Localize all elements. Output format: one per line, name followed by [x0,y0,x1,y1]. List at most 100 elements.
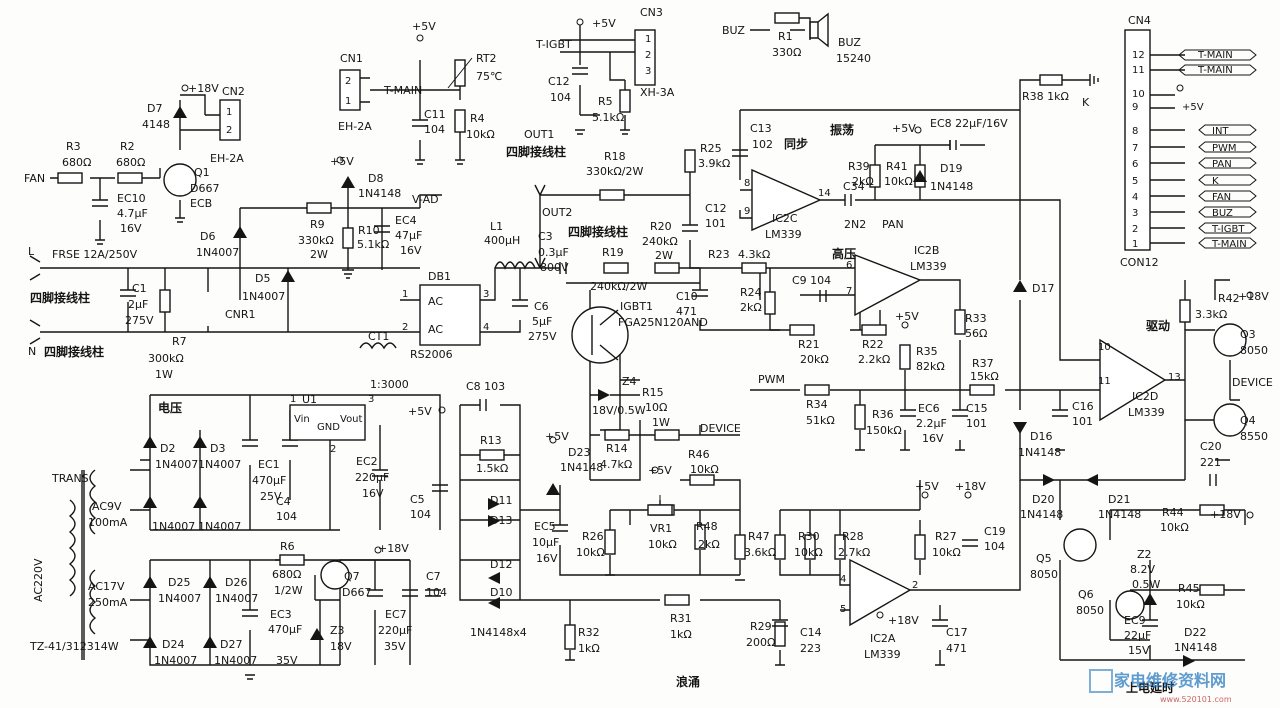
label-ct-ratio: 1:3000 [370,378,409,391]
cn4-pin-label: BUZ [1212,208,1233,219]
value-c34: 2N2 [844,218,866,231]
label-r25: R25 [700,142,722,155]
label-fan: FAN [24,172,45,185]
cn4-pin-label: T-MAIN [1197,65,1233,76]
label-device-gate: DEVICE [700,422,741,435]
label-ec1: EC1 [258,458,280,471]
label-r7: R7 [172,335,187,348]
value-r30: 10kΩ [794,546,823,559]
label-r3: R3 [66,140,81,153]
label-r42: R42 [1218,292,1240,305]
label-t-main-cn1: T-MAIN [383,84,422,97]
label-ic2a: IC2A [870,632,896,645]
value-ec4: 47μF [395,229,422,242]
value-c16: 101 [1072,415,1093,428]
label-t-igbt-cn3: T-IGBT [535,38,572,51]
ic2a-pin5: 5 [840,604,846,615]
label-c13: C13 [750,122,772,135]
value-cn3: XH-3A [640,86,675,99]
volt-ec5: 16V [536,552,558,565]
label-ec10: EC10 [117,192,146,205]
value-r7: 300kΩ [148,352,184,365]
label-ec4: EC4 [395,214,417,227]
value-ec10: 4.7μF [117,207,148,220]
ic2a-pin4: 4 [840,574,846,585]
label-r23: R23 [708,248,730,261]
label-c12-a: C12 [548,75,570,88]
label-ac17v: AC17V [88,580,125,593]
value-ec1: 470μF [252,474,286,487]
label-c6: C6 [534,300,549,313]
volt-c3: 800V [540,261,569,274]
power-z2: 0.5W [1132,578,1160,591]
value-r1: 330Ω [772,46,801,59]
label-r33: R33 [965,312,987,325]
label-d21: D21 [1108,493,1130,506]
value-z3: 18V [330,640,352,653]
label-q7: Q7 [344,570,360,583]
cn4-pin-label: FAN [1212,192,1231,203]
volt-ec2: 16V [362,487,384,500]
value-d16: 1N4148 [1018,446,1061,459]
value-r22: 2.2kΩ [858,353,890,366]
label-c20: C20 [1200,440,1222,453]
label-r30: R30 [798,530,820,543]
value-r35: 82kΩ [916,360,945,373]
db1-ac2: AC [428,323,443,336]
label-d23: D23 [568,446,590,459]
label-q5: Q5 [1036,552,1052,565]
cn3-pin3: 3 [645,66,651,77]
value-q1: D667 [190,182,219,195]
cn4-pin-label: K [1212,176,1219,187]
cn2-pin1: 1 [226,107,232,118]
power-r20: 2W [655,249,673,262]
label-fuse: FRSE 12A/250V [52,248,138,261]
value-igbt1: FGA25N120AND [618,316,708,329]
ic2c-pin8: 8 [744,178,750,189]
volt-ec4: 16V [400,244,422,257]
power-r7: 1W [155,368,173,381]
label-db1: DB1 [428,270,451,283]
value-ec2: 220μF [355,471,389,484]
value-r48: 2kΩ [698,538,720,551]
value-c1: 2μF [128,298,148,311]
label-d3: D3 [210,442,225,455]
label-out2-term: 四脚接线柱 [568,224,628,239]
ic2c-pin9: 9 [744,206,750,217]
value-d27: 1N4007 [214,654,257,667]
rail-p5-osc: +5V [892,122,916,135]
label-c10: C10 [676,290,698,303]
value-ec7: 220μF [378,624,412,637]
label-d8: D8 [368,172,383,185]
value-r15: 10Ω [645,401,667,414]
cn4-model: CON12 [1120,256,1159,269]
rail-p18-r42: +18V [1238,290,1269,303]
cn4-pin-number: 9 [1132,102,1138,113]
value-r39: 2kΩ [852,175,874,188]
rail-p18-r44: +18V [1210,508,1241,521]
label-r47: R47 [748,530,770,543]
db1-pin3: 3 [483,289,489,300]
value-c5: 104 [410,508,431,521]
u1-gnd: GND [317,422,340,433]
value-r36: 150kΩ [866,424,902,437]
label-d6: D6 [200,230,215,243]
label-d27: D27 [220,638,242,651]
value-q7: D667 [342,586,371,599]
value-c19: 104 [984,540,1005,553]
label-high-v: 高压 [832,246,856,261]
cn2-pin2: 2 [226,125,232,136]
label-d20: D20 [1032,493,1054,506]
label-pwm: PWM [758,373,785,386]
label-c9: C9 104 [792,274,831,287]
ic2c-pin14: 14 [818,188,831,199]
value-buzzer: 15240 [836,52,871,65]
u1-pin3: 3 [368,394,374,405]
label-rt2: RT2 [476,52,497,65]
value-r26: 10kΩ [576,546,605,559]
cn4-pin-number: 3 [1132,208,1138,219]
u1-vin: Vin [294,414,310,425]
label-r15: R15 [642,386,664,399]
u1-pin1: 1 [290,394,296,405]
